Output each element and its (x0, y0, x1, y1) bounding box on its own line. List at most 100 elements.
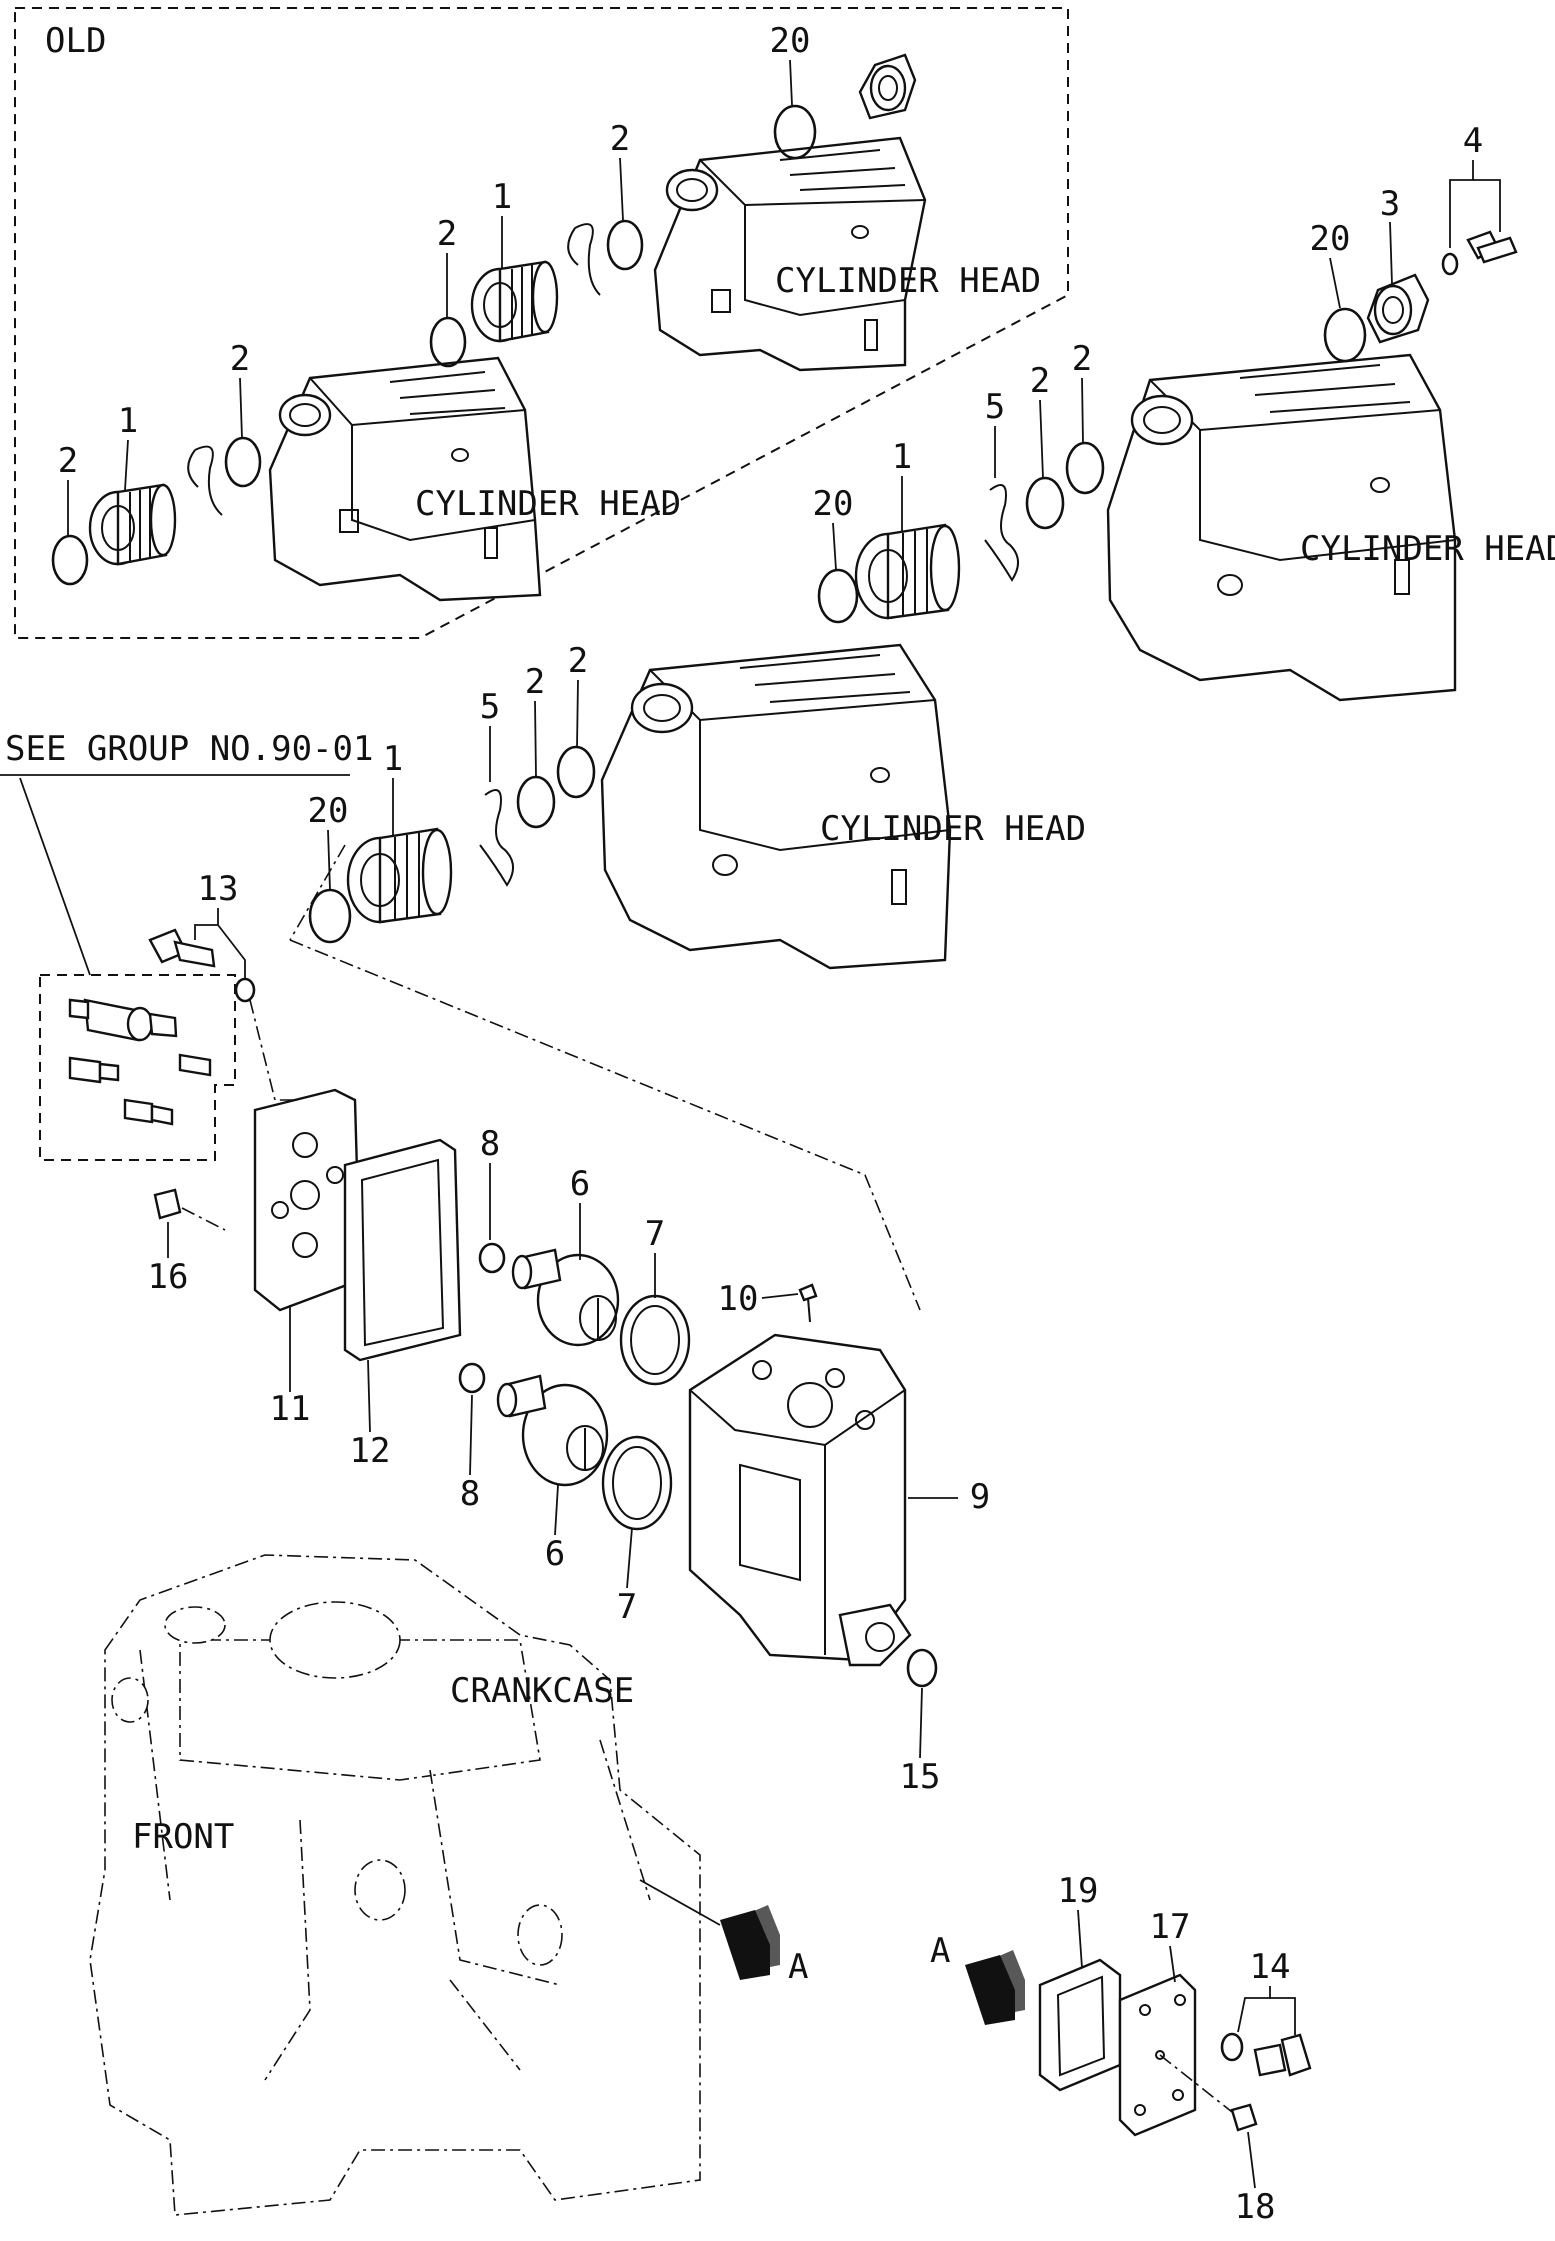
connector-1-old-b (88, 483, 177, 566)
callout-14: 14 (1250, 1947, 1291, 1987)
bolt-14 (1253, 2033, 1312, 2077)
flange-20-old (858, 53, 917, 120)
cylinder-head-new-left-label: CYLINDER HEAD (820, 809, 1086, 849)
plug-18 (1230, 2103, 1258, 2132)
see-group-label: SEE GROUP NO.90-01 (5, 729, 373, 769)
thermostat-6-b (496, 1374, 609, 1487)
old-section-boundary (14, 7, 1069, 639)
cylinder-head-old-lower (268, 356, 542, 602)
callout-12: 12 (350, 1431, 391, 1471)
o-ring-2-new-c (556, 745, 596, 799)
flange-3 (1366, 273, 1430, 344)
thermostat-6-a (511, 1248, 620, 1347)
callout-18: 18 (1235, 2187, 1276, 2227)
clip-old-b (187, 445, 223, 516)
bolt-4 (1466, 230, 1518, 264)
callout-1-new-b: 1 (383, 739, 403, 779)
callout-9: 9 (970, 1477, 990, 1517)
bolt-13 (148, 928, 216, 968)
o-ring-2-new-b (1025, 476, 1065, 530)
crankcase-label: CRANKCASE (450, 1671, 634, 1711)
callout-1-old-b: 1 (118, 401, 138, 441)
screw-10 (798, 1283, 818, 1323)
callout-2-old-a: 2 (610, 119, 630, 159)
callout-2-old-b: 2 (437, 214, 457, 254)
callout-5-new-b: 5 (480, 687, 500, 727)
snap-ring-8-a (478, 1242, 506, 1274)
cylinder-head-old-lower-label: CYLINDER HEAD (415, 484, 681, 524)
callout-10: 10 (718, 1279, 759, 1319)
view-arrow-a-detail (965, 1950, 1025, 2025)
gasket-12 (343, 1138, 462, 1362)
o-ring-20-new-b (817, 568, 859, 624)
o-ring-2-old-b (429, 316, 467, 368)
view-a-label-detail: A (930, 1931, 950, 1971)
callout-7-a: 7 (645, 1214, 665, 1254)
spring-clip-5-new-b (479, 789, 514, 887)
callout-2-old-c: 2 (230, 339, 250, 379)
callout-1-old-a: 1 (492, 177, 512, 217)
crankcase (89, 1554, 701, 2216)
gasket-19 (1038, 1958, 1122, 2092)
callout-6-b: 6 (545, 1534, 565, 1574)
washer-14 (1220, 2032, 1244, 2062)
callout-3: 3 (1380, 184, 1400, 224)
thermostat-housing-9 (688, 1333, 912, 1667)
callout-6-a: 6 (570, 1164, 590, 1204)
connector-1-new-a (854, 523, 961, 620)
cylinder-head-new-right-label: CYLINDER HEAD (1300, 529, 1555, 569)
callout-20-new-c: 20 (308, 791, 349, 831)
cylinder-head-old-upper-label: CYLINDER HEAD (775, 261, 1041, 301)
o-ring-15 (906, 1648, 938, 1688)
view-a-label-crankcase: A (788, 1947, 808, 1987)
o-ring-20-old (773, 104, 817, 160)
callout-11: 11 (270, 1389, 311, 1429)
old-label: OLD (45, 21, 106, 61)
callout-2-old-d: 2 (58, 441, 78, 481)
clip-old-a (567, 223, 601, 296)
spring-clip-5-new-a (984, 484, 1019, 582)
callout-1-new-a: 1 (892, 437, 912, 477)
callout-17: 17 (1150, 1907, 1191, 1947)
o-ring-2-old-c (224, 436, 262, 488)
callout-8-b: 8 (460, 1474, 480, 1514)
cylinder-head-new-right (1106, 353, 1457, 702)
callout-2-new-b: 2 (1030, 361, 1050, 401)
sensor-group-boundary (39, 974, 236, 1161)
o-ring-20-new-a (1323, 307, 1367, 363)
callout-2-new-c: 2 (568, 641, 588, 681)
callout-8-a: 8 (480, 1124, 500, 1164)
connector-1-old-a (470, 260, 559, 343)
callout-2-new-a: 2 (1072, 339, 1092, 379)
view-arrow-a-crankcase (720, 1905, 780, 1980)
washer-13 (234, 977, 256, 1003)
callout-16: 16 (148, 1257, 189, 1297)
callout-7-b: 7 (617, 1587, 637, 1627)
callout-13: 13 (198, 869, 239, 909)
callout-5-new-a: 5 (985, 387, 1005, 427)
connector-1-new-b (346, 827, 453, 924)
snap-ring-8-b (458, 1362, 486, 1394)
sensor-group (68, 998, 212, 1126)
callout-20-new-a: 20 (1310, 219, 1351, 259)
seal-7-a (619, 1294, 691, 1386)
cylinder-head-new-left (600, 643, 952, 970)
o-ring-2-new-a (1065, 441, 1105, 495)
callout-4: 4 (1463, 121, 1483, 161)
o-ring-2-new-d (516, 775, 556, 829)
callout-15: 15 (900, 1757, 941, 1797)
seal-7-b (601, 1435, 673, 1531)
o-ring-2-old-a (606, 219, 644, 271)
callout-2-new-d: 2 (525, 662, 545, 702)
washer-4 (1441, 252, 1459, 276)
cover-17 (1118, 1973, 1197, 2137)
cylinder-head-old-upper (653, 136, 927, 372)
plug-16 (153, 1188, 182, 1220)
callout-20-new-b: 20 (813, 484, 854, 524)
front-label: FRONT (132, 1817, 234, 1857)
callout-19: 19 (1058, 1871, 1099, 1911)
o-ring-2-old-d (51, 534, 89, 586)
o-ring-20-new-c (308, 888, 352, 944)
callout-20-old: 20 (770, 21, 811, 61)
